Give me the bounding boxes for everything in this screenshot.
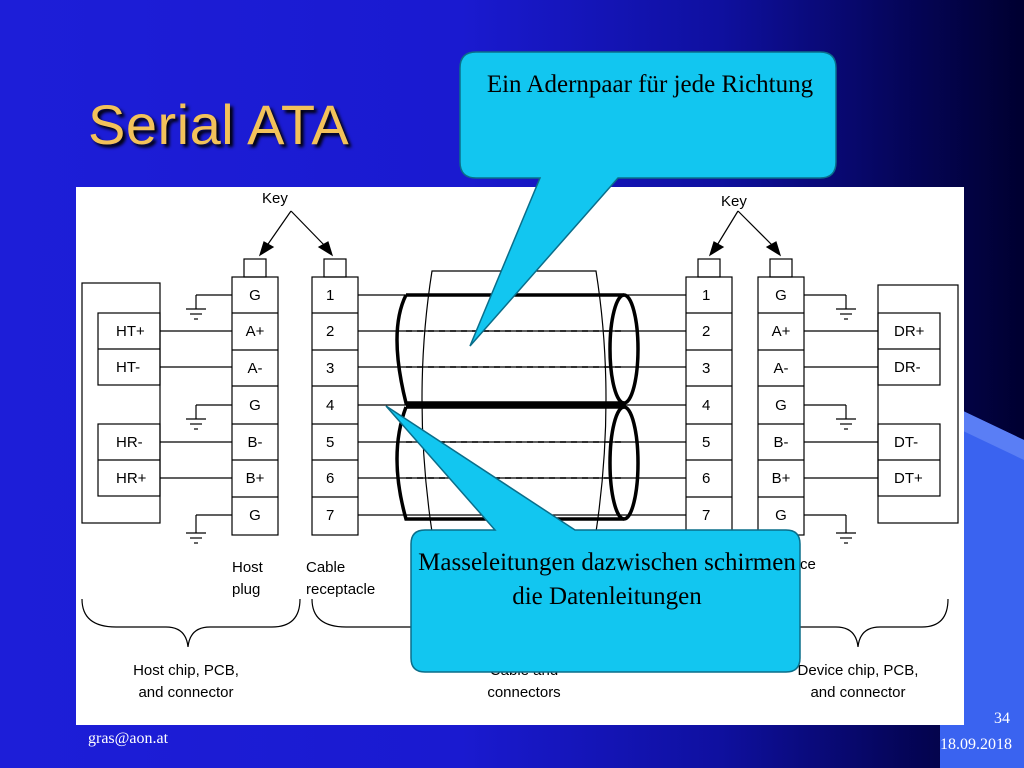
host-group-label: and connector bbox=[138, 684, 233, 701]
device-chip-box bbox=[877, 284, 959, 524]
device-signal-dr-minus: DR- bbox=[894, 359, 921, 376]
key-label-left: Key bbox=[262, 190, 288, 207]
host-plug-label: plug bbox=[232, 581, 260, 598]
cable-receptacle-pin: 6 bbox=[326, 470, 334, 487]
host-chip-box bbox=[81, 282, 161, 524]
device-receptacle-pin: 5 bbox=[702, 434, 710, 451]
host-signal-ht-plus: HT+ bbox=[116, 323, 145, 340]
device-plug-pin: B+ bbox=[772, 470, 791, 487]
host-plug-pin: G bbox=[249, 397, 261, 414]
device-plug-pin: A- bbox=[774, 360, 789, 377]
device-plug-pin: B- bbox=[774, 434, 789, 451]
device-signal-dt-plus: DT+ bbox=[894, 470, 923, 487]
cable-receptacle-pin: 1 bbox=[326, 287, 334, 304]
host-plug-pin: A- bbox=[248, 360, 263, 377]
device-receptacle-pin: 3 bbox=[702, 360, 710, 377]
footer-date: 18.09.2018 bbox=[940, 736, 1012, 753]
device-plug-pin: A+ bbox=[772, 323, 791, 340]
host-signal-ht-minus: HT- bbox=[116, 359, 140, 376]
host-plug-pin: B+ bbox=[246, 470, 265, 487]
cable-group-label: connectors bbox=[487, 684, 560, 701]
device-signal-dt-minus: DT- bbox=[894, 434, 918, 451]
footer-email: gras@aon.at bbox=[88, 730, 169, 747]
device-label-partial: ce bbox=[800, 556, 816, 573]
host-plug-pin: G bbox=[249, 507, 261, 524]
footer-page-number: 34 bbox=[994, 710, 1010, 727]
callout-bottom-shape bbox=[385, 405, 801, 673]
host-plug-pin: G bbox=[249, 287, 261, 304]
device-plug-pin: G bbox=[775, 507, 787, 524]
device-receptacle-pin: 7 bbox=[702, 507, 710, 524]
cable-receptacle-pin: 7 bbox=[326, 507, 334, 524]
slide-title: Serial ATA bbox=[88, 93, 350, 156]
device-signal-dr-plus: DR+ bbox=[894, 323, 925, 340]
cable-receptacle-label: receptacle bbox=[306, 581, 375, 598]
callout-bottom-text: Masseleitungen dazwischen schirmen die D… bbox=[418, 549, 796, 610]
host-plug-pin: B- bbox=[248, 434, 263, 451]
cable-receptacle-label: Cable bbox=[306, 559, 345, 576]
device-receptacle-pin: 1 bbox=[702, 287, 710, 304]
cable-receptacle-pin: 4 bbox=[326, 397, 334, 414]
device-receptacle-pin: 2 bbox=[702, 323, 710, 340]
callout-top-text: Ein Adernpaar für jede Richtung bbox=[486, 71, 814, 98]
device-plug-pin: G bbox=[775, 397, 787, 414]
device-receptacle-pin: 4 bbox=[702, 397, 710, 414]
device-group-label: and connector bbox=[810, 684, 905, 701]
device-group-label: Device chip, PCB, bbox=[798, 662, 919, 679]
device-plug-pin: G bbox=[775, 287, 787, 304]
host-signal-hr-minus: HR- bbox=[116, 434, 143, 451]
host-group-label: Host chip, PCB, bbox=[133, 662, 239, 679]
cable-receptacle-pin: 3 bbox=[326, 360, 334, 377]
host-plug-label: Host bbox=[232, 559, 264, 576]
callout-top-shape bbox=[459, 51, 837, 347]
cable-receptacle-pin: 2 bbox=[326, 323, 334, 340]
host-signal-hr-plus: HR+ bbox=[116, 470, 147, 487]
host-plug-pin: A+ bbox=[246, 323, 265, 340]
cable-receptacle-pin: 5 bbox=[326, 434, 334, 451]
device-receptacle-pin: 6 bbox=[702, 470, 710, 487]
key-label-right: Key bbox=[721, 193, 747, 210]
